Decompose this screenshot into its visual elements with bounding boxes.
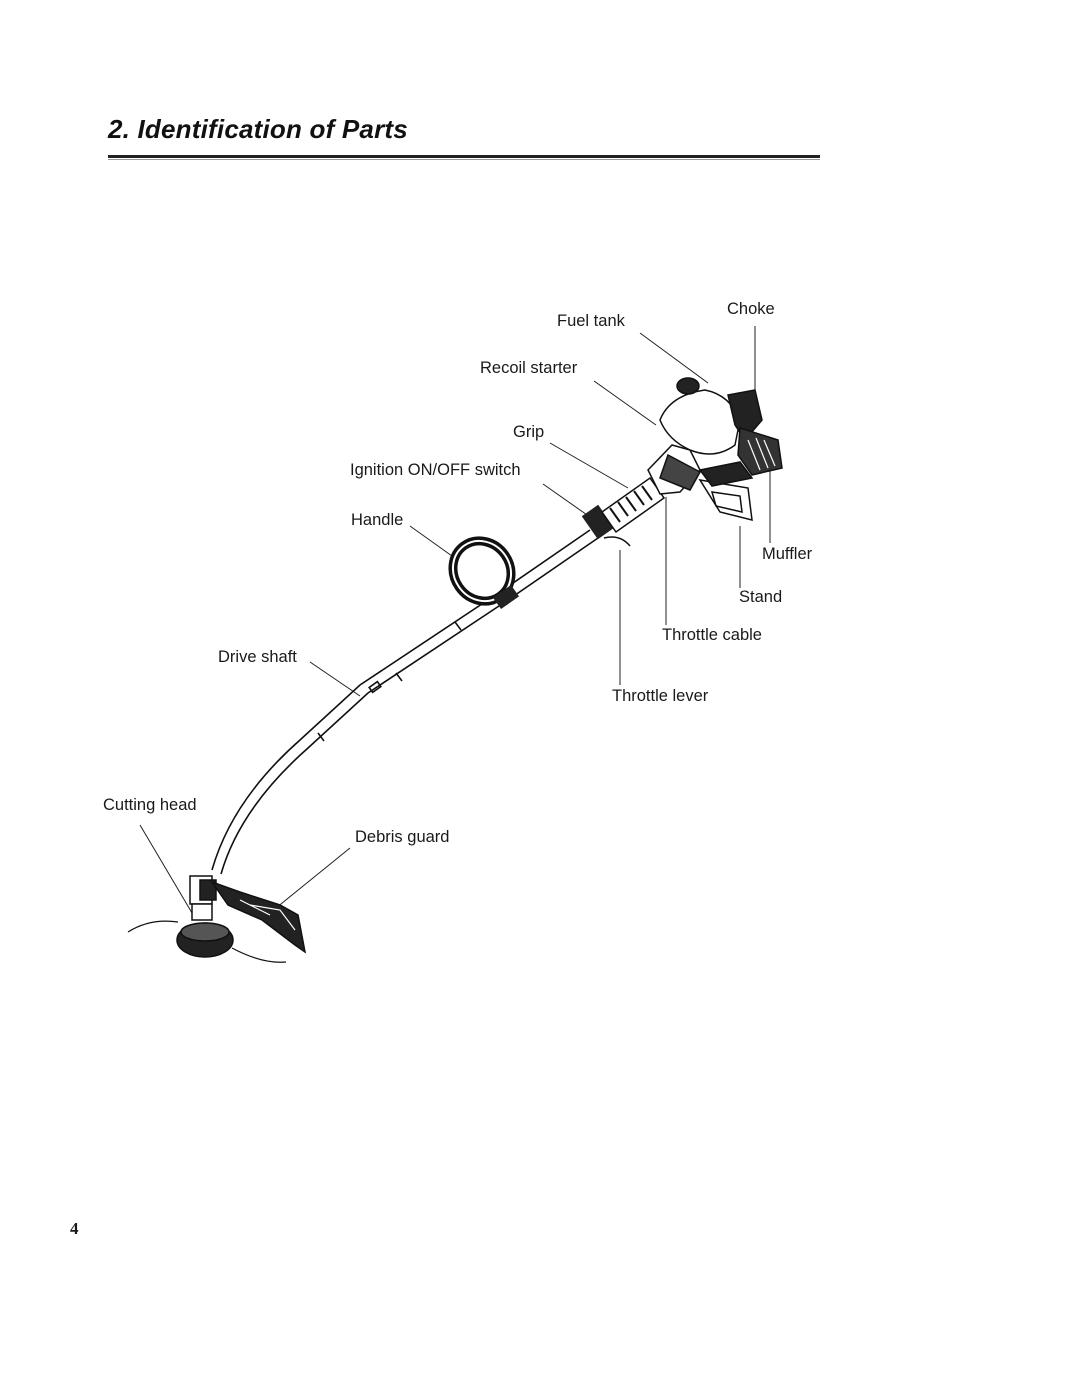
label-muffler: Muffler	[762, 545, 813, 563]
label-fuel-tank: Fuel tank	[557, 312, 625, 330]
label-handle: Handle	[351, 511, 404, 529]
leader-cutting-head	[139, 824, 196, 919]
leader-grip	[549, 442, 629, 489]
section-title: 2. Identification of Parts	[108, 114, 408, 144]
label-throttle-cable: Throttle cable	[662, 626, 762, 644]
label-grip: Grip	[513, 423, 545, 441]
leader-drive-shaft	[309, 661, 361, 697]
leader-ignition-switch	[542, 483, 591, 518]
leader-lines	[139, 326, 771, 919]
engine	[647, 377, 783, 521]
label-debris-guard: Debris guard	[355, 828, 450, 846]
leader-fuel-tank	[639, 332, 709, 384]
label-recoil-starter: Recoil starter	[480, 359, 578, 377]
label-ignition-switch: Ignition ON/OFF switch	[350, 461, 521, 479]
label-throttle-lever: Throttle lever	[612, 687, 709, 705]
cutting-head-assembly	[127, 875, 307, 963]
leader-handle	[409, 525, 453, 557]
title-rule	[108, 155, 820, 158]
leader-debris-guard	[275, 847, 351, 909]
title-rule-thin	[108, 159, 820, 160]
throttle-lever-shape	[603, 536, 631, 547]
label-choke: Choke	[727, 300, 775, 318]
leader-recoil-starter	[593, 380, 657, 426]
handle-loop	[448, 536, 520, 610]
drive-shaft	[211, 529, 599, 875]
page-number: 4	[70, 1219, 79, 1238]
grip-assembly	[581, 476, 666, 547]
label-cutting-head: Cutting head	[103, 796, 197, 814]
label-stand: Stand	[739, 588, 783, 606]
label-drive-shaft: Drive shaft	[218, 648, 297, 666]
